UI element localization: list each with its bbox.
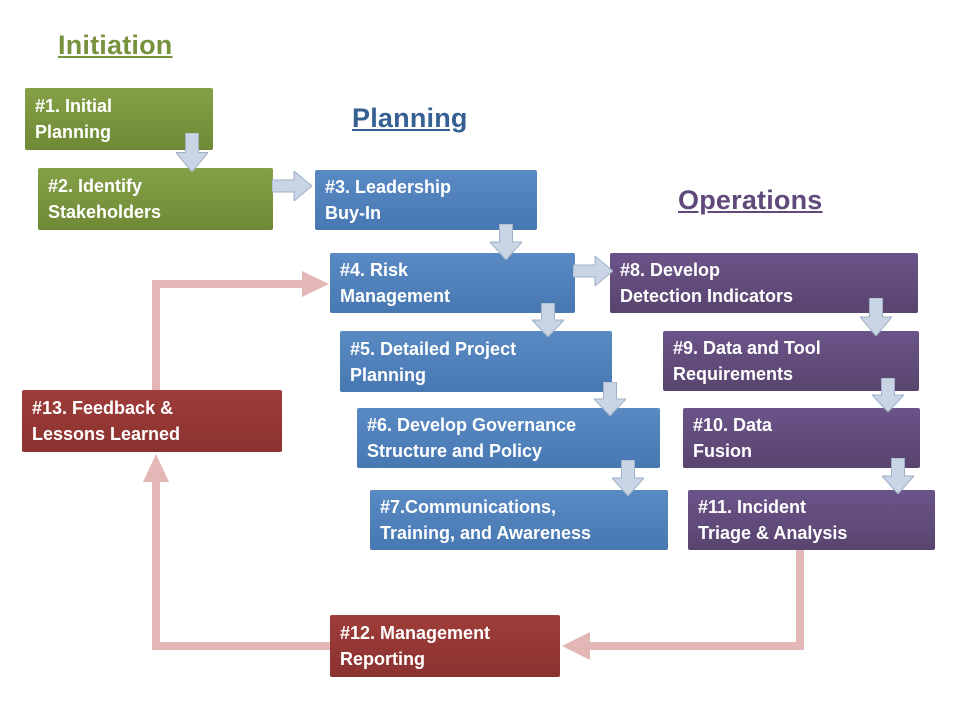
heading-initiation: Initiation [58,30,173,60]
box-10-data-fusion: #10. Data Fusion [683,408,920,468]
box-5-detailed-project-planning: #5. Detailed Project Planning [340,331,612,392]
box-6-label: #6. Develop Governance Structure and Pol… [367,415,577,461]
box-4-label: #4. Risk Management [340,260,451,306]
down-arrow-icon-3-to-4 [490,224,522,260]
box-11-label: #11. Incident Triage & Analysis [698,497,848,543]
down-arrow-icon-9-to-10 [872,378,904,412]
box-12-management-reporting: #12. Management Reporting [330,615,560,677]
right-arrow-icon-2-to-3 [272,171,312,201]
right-arrow-icon-4-to-8 [573,256,613,286]
down-arrow-icon-6-to-7 [612,460,644,496]
box-13-label: #13. Feedback & Lessons Learned [32,398,181,444]
down-arrow-icon-4-to-5 [532,303,564,337]
feedback-arrowhead-into-13 [143,454,169,482]
down-arrow-icon-5-to-6 [594,382,626,416]
box-2-identify-stakeholders: #2. Identify Stakeholders [38,168,273,230]
down-arrow-icon-1-to-2 [176,133,208,172]
box-3-leadership-buy-in: #3. Leadership Buy-In [315,170,537,230]
heading-operations: Operations [678,185,823,215]
feedback-arrowhead-into-4 [302,271,329,297]
box-4-risk-management: #4. Risk Management [330,253,575,313]
box-12-label: #12. Management Reporting [340,623,491,669]
box-8-label: #8. Develop Detection Indicators [620,260,794,306]
box-7-communications-training-awareness: #7.Communications, Training, and Awarene… [370,490,668,550]
box-6-governance-structure-policy: #6. Develop Governance Structure and Pol… [357,408,660,468]
box-1-initial-planning: #1. Initial Planning [25,88,213,150]
box-7-label: #7.Communications, Training, and Awarene… [380,497,592,543]
box-1-label: #1. Initial Planning [35,96,113,142]
box-10-label: #10. Data Fusion [693,415,773,461]
box-9-label: #9. Data and Tool Requirements [673,338,821,384]
box-9-data-and-tool-requirements: #9. Data and Tool Requirements [663,331,919,391]
down-arrow-icon-10-to-11 [882,458,914,494]
down-arrow-icon-8-to-9 [860,298,892,336]
box-8-develop-detection-indicators: #8. Develop Detection Indicators [610,253,918,313]
box-3-label: #3. Leadership Buy-In [325,177,452,223]
box-2-label: #2. Identify Stakeholders [48,176,162,222]
box-11-incident-triage-analysis: #11. Incident Triage & Analysis [688,490,935,550]
box-5-label: #5. Detailed Project Planning [350,338,517,385]
heading-planning: Planning [352,103,468,133]
feedback-arrowhead-into-12 [562,632,590,660]
box-13-feedback-lessons-learned: #13. Feedback & Lessons Learned [22,390,282,452]
